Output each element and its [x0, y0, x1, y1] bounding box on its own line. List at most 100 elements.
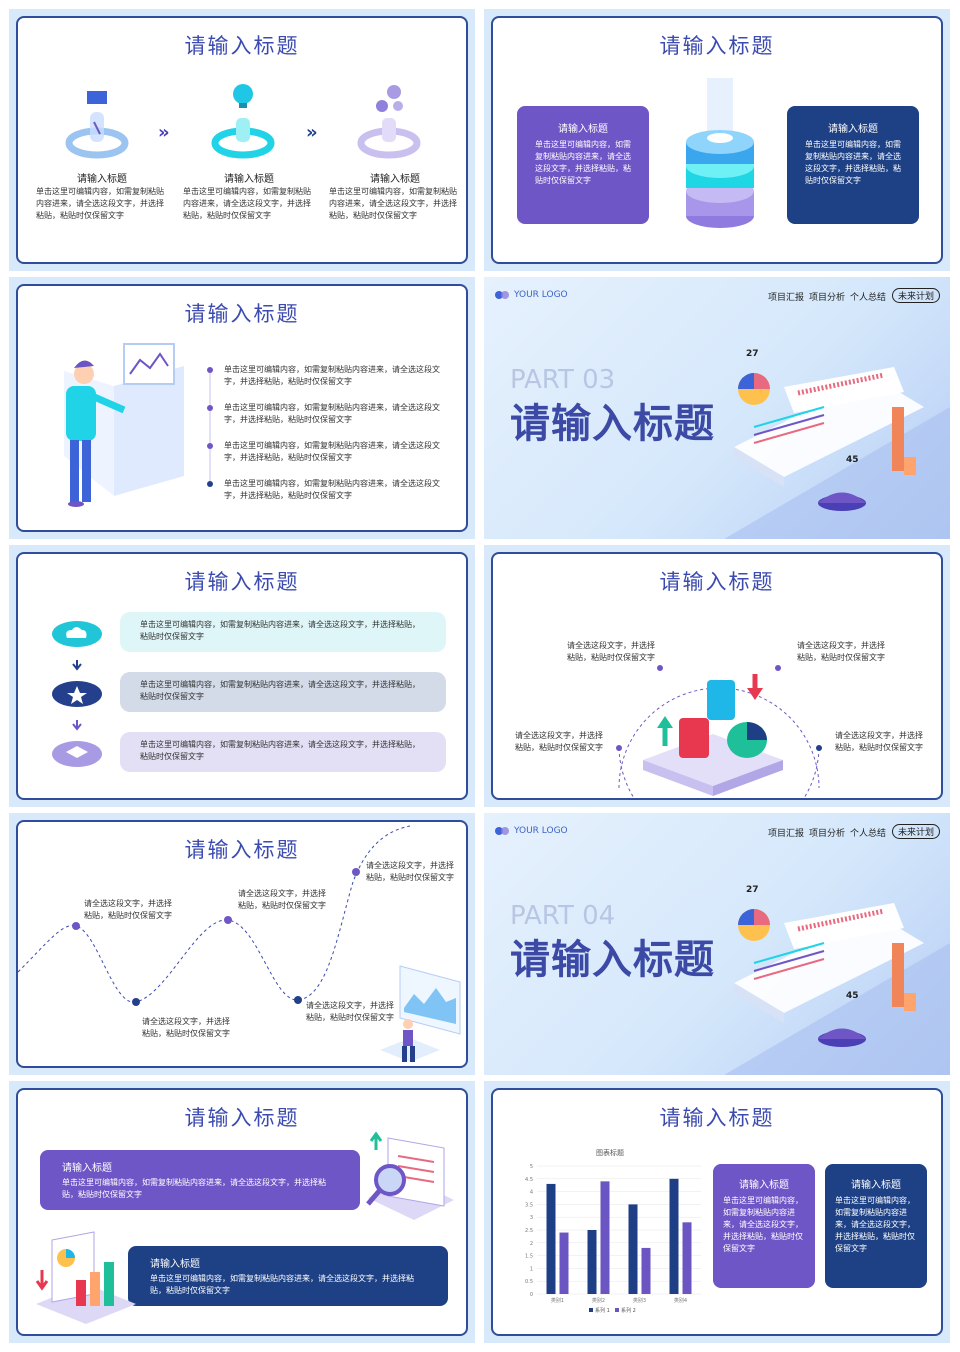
y-tick-label: 0 — [530, 1292, 533, 1298]
slide-title: 请输入标题 — [184, 838, 300, 862]
nav-item-analysis[interactable]: 项目分析 — [809, 293, 846, 303]
nav-item-future-plan[interactable]: 未来计划 — [892, 824, 941, 839]
banner-body: 单击这里可编辑内容，如需复制粘贴内容进来，请全选这段文字，并选择粘贴，粘贴时仅保… — [150, 1274, 414, 1295]
section-title: 请输入标题 — [510, 937, 715, 983]
box-heading: 请输入标题 — [828, 124, 878, 135]
nav-item-analysis[interactable]: 项目分析 — [809, 829, 846, 839]
step-body: 单击这里可编辑内容，如需复制粘贴内容进来，请全选这段文字，并选择粘贴，粘贴时仅保… — [183, 187, 311, 220]
monitor-ring-icon — [65, 91, 129, 159]
slide-8-section[interactable]: YOUR LOGO 项目汇报 项目分析 个人总结 未来计划 PART 04 请输… — [484, 813, 950, 1075]
wave-label: 请全选这段文字，并选择粘贴，粘贴时仅保留文字 — [366, 861, 454, 882]
part-number: PART 03 — [510, 365, 616, 395]
nav-item-report[interactable]: 项目汇报 — [768, 293, 805, 303]
step-heading: 请输入标题 — [370, 174, 420, 185]
part-number: PART 04 — [510, 901, 616, 931]
slide-title: 请输入标题 — [659, 34, 775, 58]
nav-item-future-plan[interactable]: 未来计划 — [892, 288, 941, 303]
slide-title: 请输入标题 — [184, 570, 300, 594]
legend-entry: 系列 1 — [595, 1307, 610, 1314]
slide-6[interactable]: 请输入标题 请全选这段文字，并选择粘贴，粘贴时仅保留文字 请全选这段文字，并选择… — [484, 545, 950, 807]
slide-card: 请输入标题 请全选这段文字，并选择粘贴，粘贴时仅保留文字 请全选这段文字，并选择… — [491, 552, 943, 800]
wave-label: 请全选这段文字，并选择粘贴，粘贴时仅保留文字 — [306, 1001, 394, 1022]
info-box-left: 请输入标题 单击这里可编辑内容，如需复制粘贴内容进来，请全选这段文字，并选择粘贴… — [517, 106, 649, 224]
slide-2[interactable]: 请输入标题 请输入标题 单击这里可编辑内容，如需复制粘贴内容进来，请全选这段文字… — [484, 9, 950, 271]
box-body: 单击这里可编辑内容，如需复制粘贴内容进来，请全选这段文字，并选择粘贴，粘贴时仅保… — [805, 140, 901, 185]
slide-4-section[interactable]: YOUR LOGO 项目汇报 项目分析 个人总结 未来计划 PART 03 请输… — [484, 277, 950, 539]
analyst-illustration — [380, 965, 461, 1062]
list-item: 单击这里可编辑内容，如需复制粘贴内容进来，请全选这段文字，并选择粘贴，粘贴时仅保… — [224, 365, 440, 386]
info-bar: 单击这里可编辑内容，如需复制粘贴内容进来，请全选这段文字，并选择粘贴，粘贴时仅保… — [120, 732, 446, 772]
y-tick-label: 2 — [530, 1241, 533, 1247]
phone-analytics-illustration — [724, 367, 950, 539]
wave-timeline — [18, 825, 411, 1006]
chevron-right-icon: » — [158, 122, 170, 143]
x-tick-label: 类别2 — [592, 1297, 605, 1304]
bar-1 — [628, 1204, 638, 1294]
process-flow-icons — [52, 621, 102, 767]
x-tick-label: 类别1 — [551, 1297, 564, 1304]
circle-label: 请全选这段文字，并选择粘贴，粘贴时仅保留文字 — [835, 731, 923, 752]
x-tick-label: 类别4 — [674, 1297, 687, 1304]
list-item: 单击这里可编辑内容，如需复制粘贴内容进来，请全选这段文字，并选择粘贴，粘贴时仅保… — [224, 441, 440, 462]
info-box-left: 请输入标题 单击这里可编辑内容，如需复制粘贴内容进来，请全选这段文字，并选择粘贴… — [713, 1164, 815, 1288]
slide-1[interactable]: 请输入标题 » » 请输入标题 单击这里可编辑内容，如需复制粘贴内容进来，请全选… — [9, 9, 475, 271]
slide-9[interactable]: 请输入标题 请输入标题 单击这里可编辑内容，如需复制粘贴内容进来，请全选这段文字… — [9, 1081, 475, 1343]
slide-5[interactable]: 请输入标题 单击这里可编辑内容，如需复制粘贴内容进来，请全选这段文字，并选择粘贴… — [9, 545, 475, 807]
y-tick-label: 3 — [530, 1215, 533, 1221]
y-tick-label: 0.5 — [525, 1279, 533, 1285]
stat-number: 45 — [846, 455, 859, 465]
banner-body: 单击这里可编辑内容，如需复制粘贴内容进来，请全选这段文字，并选择粘贴，粘贴时仅保… — [62, 1178, 326, 1199]
y-tick-label: 1.5 — [525, 1254, 533, 1260]
wave-label: 请全选这段文字，并选择粘贴，粘贴时仅保留文字 — [84, 899, 172, 920]
box-heading: 请输入标题 — [851, 1180, 901, 1191]
slide-title: 请输入标题 — [184, 302, 300, 326]
bar-2 — [641, 1247, 651, 1294]
y-tick-label: 1 — [530, 1266, 533, 1272]
slide-7[interactable]: 请输入标题 请全选这段文字，并选择粘贴，粘贴时仅保留文字 请全选这段文字，并选择… — [9, 813, 475, 1075]
magnifier-document-illustration — [366, 1131, 454, 1220]
step-heading: 请输入标题 — [77, 174, 127, 185]
chart-board-illustration — [35, 1231, 136, 1324]
y-tick-label: 4 — [530, 1190, 533, 1196]
box-body: 单击这里可编辑内容，如需复制粘贴内容进来，请全选这段文字，并选择粘贴，粘贴时仅保… — [835, 1196, 915, 1253]
chart-title: 图表标题 — [596, 1149, 624, 1157]
x-tick-label: 类别3 — [633, 1297, 646, 1304]
list-item: 单击这里可编辑内容，如需复制粘贴内容进来，请全选这段文字，并选择粘贴，粘贴时仅保… — [224, 479, 440, 500]
chevron-right-icon: » — [306, 122, 318, 143]
step-body: 单击这里可编辑内容，如需复制粘贴内容进来，请全选这段文字，并选择粘贴，粘贴时仅保… — [329, 187, 457, 220]
circle-label: 请全选这段文字，并选择粘贴，粘贴时仅保留文字 — [797, 641, 885, 662]
legend-entry: 系列 2 — [621, 1307, 636, 1314]
bar-1 — [546, 1183, 556, 1294]
legend-swatch — [589, 1308, 593, 1312]
info-banner-bottom: 请输入标题 单击这里可编辑内容，如需复制粘贴内容进来，请全选这段文字，并选择粘贴… — [128, 1246, 448, 1306]
nav-item-summary[interactable]: 个人总结 — [850, 293, 887, 303]
section-title: 请输入标题 — [510, 401, 715, 447]
phone-analytics-illustration — [724, 903, 950, 1075]
y-tick-label: 3.5 — [525, 1202, 533, 1208]
info-box-right: 请输入标题 单击这里可编辑内容，如需复制粘贴内容进来，请全选这段文字，并选择粘贴… — [825, 1164, 927, 1288]
bar-2 — [600, 1181, 610, 1294]
stat-number: 45 — [846, 991, 859, 1001]
step-body: 单击这里可编辑内容，如需复制粘贴内容进来，请全选这段文字，并选择粘贴，粘贴时仅保… — [36, 187, 164, 220]
logo-text: YOUR LOGO — [514, 290, 568, 300]
slide-card: 请输入标题 请输入标题 单击这里可编辑内容，如需复制粘贴内容进来，请全选这段文字… — [16, 1088, 468, 1336]
bar-1 — [669, 1178, 679, 1294]
nav-item-report[interactable]: 项目汇报 — [768, 829, 805, 839]
timeline-line — [207, 367, 213, 487]
slide-title: 请输入标题 — [184, 1106, 300, 1130]
info-banner-top: 请输入标题 单击这里可编辑内容，如需复制粘贴内容进来，请全选这段文字，并选择粘贴… — [40, 1150, 360, 1210]
step-heading: 请输入标题 — [224, 174, 274, 185]
nav-item-summary[interactable]: 个人总结 — [850, 829, 887, 839]
slide-card: 请输入标题 请全选这段文字，并选择粘贴，粘贴时仅保留文字 请全选这段文字，并选择… — [16, 820, 468, 1068]
slide-3[interactable]: 请输入标题 单击这里可编辑内容，如需复制粘贴内容进来，请全选这段文字，并选择粘贴… — [9, 277, 475, 539]
circle-label: 请全选这段文字，并选择粘贴，粘贴时仅保留文字 — [567, 641, 655, 662]
logo-icon — [495, 291, 509, 299]
info-box-right: 请输入标题 单击这里可编辑内容，如需复制粘贴内容进来，请全选这段文字，并选择粘贴… — [787, 106, 919, 224]
layered-cylinder-icon — [686, 78, 754, 228]
bar-2 — [559, 1232, 569, 1294]
y-tick-label: 5 — [530, 1164, 533, 1170]
info-bar: 单击这里可编辑内容，如需复制粘贴内容进来，请全选这段文字，并选择粘贴，粘贴时仅保… — [120, 672, 446, 712]
